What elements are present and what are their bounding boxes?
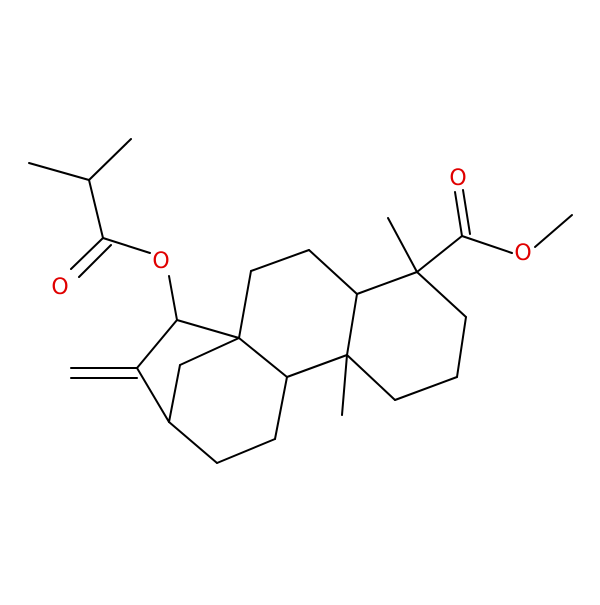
bond	[168, 364, 181, 423]
bond	[461, 235, 513, 254]
bond	[286, 354, 348, 378]
bond	[238, 337, 288, 378]
bond	[179, 337, 240, 366]
bond	[308, 249, 358, 295]
bond	[387, 217, 418, 273]
bond	[454, 191, 463, 237]
bond	[462, 189, 471, 235]
bond	[456, 316, 467, 378]
bond	[88, 179, 104, 239]
bond	[394, 376, 458, 401]
bond	[78, 244, 112, 278]
bond	[346, 354, 396, 401]
isobutyrate-carbonyl-oxygen: O	[51, 275, 68, 300]
ester-carbonyl-oxygen: O	[449, 166, 466, 191]
bonds	[28, 138, 573, 464]
bond	[534, 214, 573, 248]
bond	[176, 319, 240, 339]
atom-labels: O O O O	[51, 166, 531, 300]
ester-single-oxygen: O	[514, 241, 531, 266]
bond	[136, 367, 170, 423]
bond	[341, 354, 348, 416]
bond	[102, 237, 151, 254]
bond	[70, 237, 104, 270]
isobutyrate-single-oxygen: O	[152, 249, 169, 274]
bond	[250, 249, 310, 272]
bond	[416, 271, 467, 318]
bond	[238, 270, 252, 339]
bond	[136, 319, 178, 369]
bond	[274, 376, 288, 440]
bond	[416, 235, 463, 273]
bond	[168, 275, 178, 321]
bond	[28, 162, 90, 181]
bond	[356, 271, 418, 295]
bond	[88, 138, 132, 181]
bond	[346, 293, 358, 356]
bond	[168, 421, 218, 464]
bond	[216, 438, 276, 464]
